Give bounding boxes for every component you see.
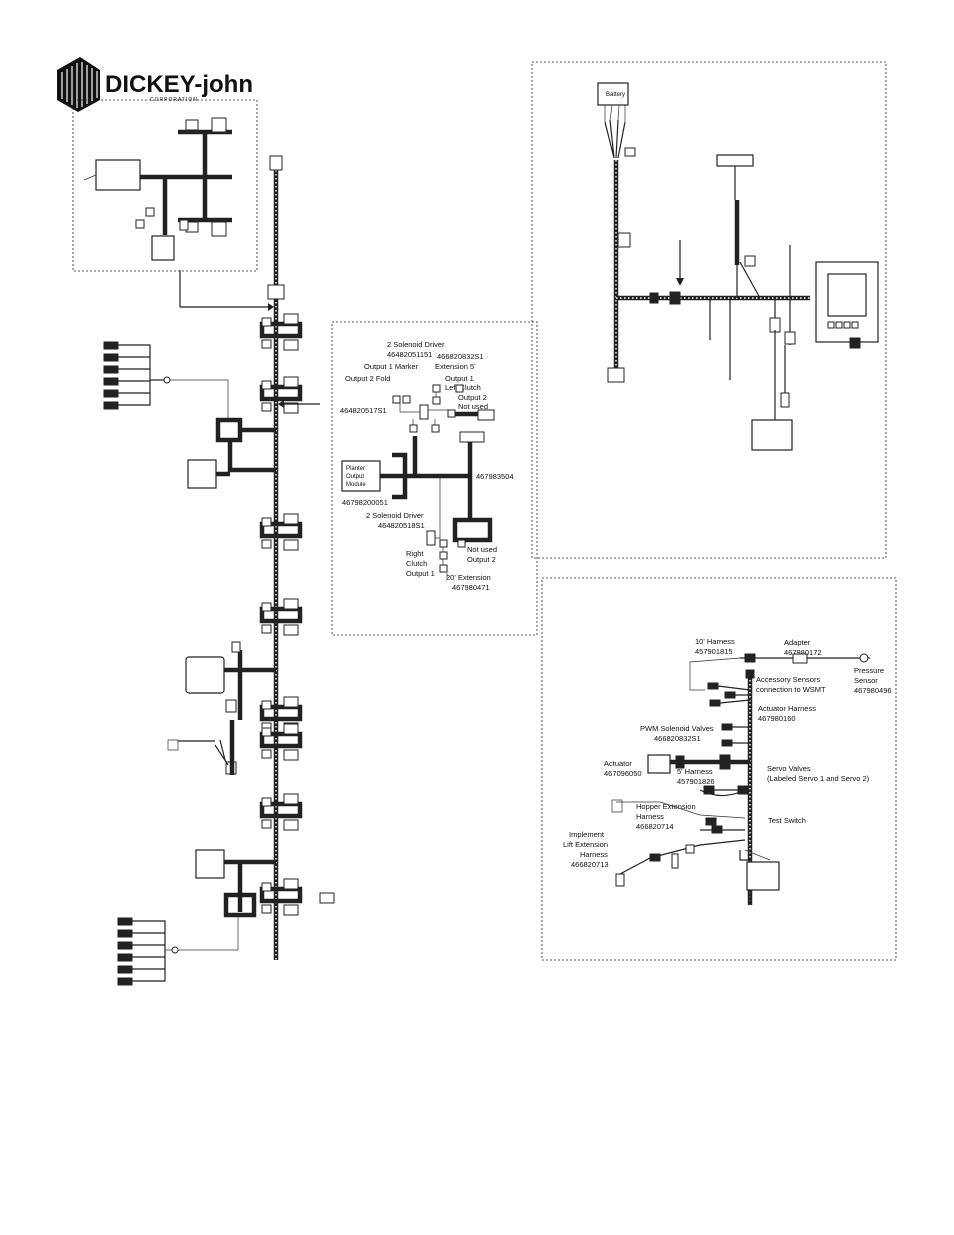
trunk-junction-node (259, 376, 303, 414)
label-part-464820517s1: 464820517S1 (340, 406, 387, 415)
label-part-467980496: 467980496 (854, 686, 892, 695)
planter-module-lower (195, 849, 225, 879)
planter-module-lower-group (195, 849, 335, 918)
label-accessory-sensors: Accessory Sensors (756, 675, 820, 684)
label-right: Right (406, 549, 424, 558)
label-part-466820713: 466820713 (571, 860, 609, 869)
label-part-466820714: 466820714 (636, 822, 674, 831)
label-actuator: Actuator (604, 759, 632, 768)
seed-sensor-cluster-lower (117, 915, 239, 986)
label-part-457901815: 457901815 (695, 647, 733, 656)
label-actuator-harness: Actuator Harness (758, 704, 816, 713)
label-servo-valves: Servo Valves (767, 764, 811, 773)
label-adapter: Adapter (784, 638, 811, 647)
battery-box (597, 82, 629, 106)
dickey-john-logo: DICKEY-john CORPORATION (57, 57, 253, 112)
label-harness-10: 10' Harness (695, 637, 735, 646)
power-module (151, 235, 175, 261)
label-part-467980160: 467980160 (758, 714, 796, 723)
label-part-466820832s1-top: 466820832S1 (437, 352, 484, 361)
test-switch-top (751, 419, 793, 451)
label-implement: Implement (569, 830, 605, 839)
label-harness-word: Harness (636, 812, 664, 821)
hydraulic-panel: 10' Harness 457901815 Adapter 467980172 … (541, 577, 897, 961)
trunk-junction-node (259, 513, 303, 551)
label-part-467983504: 467983504 (476, 472, 514, 481)
label-lift-extension: Lift Extension (563, 840, 608, 849)
label-solenoid-driver-top: 2 Solenoid Driver (387, 340, 445, 349)
label-part-46798200051: 46798200051 (342, 498, 388, 507)
label-output2-right: Output 2 (458, 393, 487, 402)
label-harness-word2: Harness (580, 850, 608, 859)
label-part-467096050: 467096050 (604, 769, 642, 778)
main-trunk-harness (267, 155, 285, 960)
display-harness-box (72, 99, 258, 272)
trunk-junctions (259, 313, 303, 916)
label-harness-5: 5' Harness (677, 767, 713, 776)
label-pom-line3: Module (346, 482, 366, 488)
label-output2-bottom: Output 2 (467, 555, 496, 564)
logo-mark (57, 57, 100, 112)
seed-sensor-cluster-upper (103, 341, 276, 489)
display-unit-top (716, 154, 754, 167)
label-extension-5: Extension 5' (435, 362, 476, 371)
trunk-junction-node (259, 723, 303, 761)
label-output1-marker: Output 1 Marker (364, 362, 419, 371)
label-pom-line1: Planter (346, 466, 365, 472)
power-panel-box (531, 61, 887, 559)
label-pressure: Pressure (854, 666, 884, 675)
label-part-466820832s1: 466820832S1 (654, 734, 701, 743)
planter-output-box (331, 321, 538, 636)
hydraulic-panel-box (541, 577, 897, 961)
label-not-used-top: Not used (458, 402, 488, 411)
label-battery: Battery (606, 92, 625, 98)
test-switch-bottom (746, 861, 780, 891)
planter-module-upper (187, 459, 217, 489)
label-connection-wsmt: connection to WSMT (756, 685, 826, 694)
planter-output-module (341, 460, 381, 492)
trunk-junction-node (259, 878, 303, 916)
trunk-junction-node (259, 793, 303, 831)
label-clutch: Clutch (406, 559, 427, 568)
label-part-457901826: 457901826 (677, 777, 715, 786)
label-sensor: Sensor (854, 676, 878, 685)
label-pwm-solenoid: PWM Solenoid Valves (640, 724, 714, 733)
logo-text: DICKEY-john (105, 71, 253, 98)
label-part-464820518s1: 464820518S1 (378, 521, 425, 530)
label-part-467980471: 467980471 (452, 583, 490, 592)
label-solenoid-driver-bottom: 2 Solenoid Driver (366, 511, 424, 520)
trunk-junction-node (259, 313, 303, 351)
console-module (95, 159, 141, 191)
planter-output-panel: 2 Solenoid Driver 46482051151 466820832S… (331, 321, 538, 636)
label-servo-labeled: (Labeled Servo 1 and Servo 2) (767, 774, 870, 783)
actuator-unit (647, 754, 671, 774)
label-output2-fold: Output 2 Fold (345, 374, 390, 383)
label-test-switch: Test Switch (768, 816, 806, 825)
label-output1-right: Output 1 (445, 374, 474, 383)
trunk-junction-node (259, 598, 303, 636)
label-extension-20: 20' Extension (446, 573, 491, 582)
label-hopper-extension: Hopper Extension (636, 802, 696, 811)
display-harness-group (72, 99, 274, 311)
label-part-467980172: 467980172 (784, 648, 822, 657)
label-part-46482051151: 46482051151 (387, 350, 432, 359)
label-output1-bottom: Output 1 (406, 569, 435, 578)
power-panel: Battery (531, 61, 887, 559)
label-not-used-bottom: Not used (467, 545, 497, 554)
label-pom-line2: Output (346, 474, 364, 480)
mid-module (167, 641, 276, 775)
